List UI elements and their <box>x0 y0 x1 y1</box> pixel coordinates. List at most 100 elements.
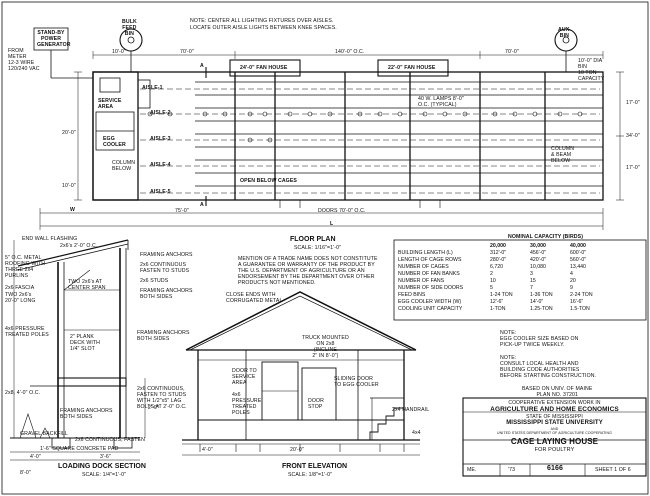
row-label: COOLING UNIT CAPACITY <box>398 306 463 312</box>
dock-dim1: 4'-0" <box>30 454 41 460</box>
elev-poles-l3: TREATED <box>232 404 257 410</box>
disclaimer-l4: ENDORSEMENT BY THE DEPARTMENT OVER OTHER <box>238 274 375 280</box>
title-me: ME. <box>467 467 477 473</box>
based-on-label: BASED ON UNIV. OF MAINE PLAN NO. 37201 <box>522 386 592 398</box>
note2-l2: CONSULT LOCAL HEALTH AND <box>500 361 579 367</box>
elev-truck-l1: TRUCK MOUNTED <box>302 335 349 341</box>
standby-label-l1: STAND-BY <box>37 30 65 36</box>
elev-poles: 4x6 PRESSURE TREATED POLES <box>232 392 261 416</box>
dock-studs: 2x6 STUDS <box>140 278 169 284</box>
elev-stop-l2: STOP <box>308 404 323 410</box>
egg-cooler-l1: EGG <box>103 136 115 142</box>
dock-roofing: 5" O.C. METAL ROOFING WITH THREE 2x4 PUR… <box>5 255 45 279</box>
dock-pad: 1'-6" SQUARE CONCRETE PAD <box>40 446 119 452</box>
dim-top-left: 70'-0" <box>180 49 194 55</box>
note-consult-codes: NOTE: CONSULT LOCAL HEALTH AND BUILDING … <box>500 355 596 379</box>
from-meter-l3: 12-3 WIRE <box>8 60 35 66</box>
dock-dim3: 8'-0" <box>20 470 31 476</box>
aisle-1-label: AISLE-1 <box>142 85 163 91</box>
service-area-l1: SERVICE <box>98 98 122 104</box>
sheet-number: SHEET 1 OF 6 <box>595 467 631 473</box>
l-label: L <box>330 221 334 227</box>
dim-left-2: 10'-0" <box>62 183 76 189</box>
lamps-l1: 40 W. LAMPS 8'-0" <box>418 96 464 102</box>
dim-top-right: 70'-0" <box>505 49 519 55</box>
dock-roofing-l4: PURLINS <box>5 273 29 279</box>
row-value: 1-36 TON <box>530 292 553 298</box>
dock-bolts-l3: WITH 1/2"x5" LAG <box>137 398 182 404</box>
dock-fascia: 2x6 FASCIA <box>5 285 35 291</box>
title-state: STATE OF MISSISSIPPI <box>526 414 583 420</box>
egg-cooler-label: EGG COOLER <box>103 136 126 148</box>
dock-framing-both: FRAMING ANCHORS BOTH SIDES <box>140 288 193 300</box>
row-value: 600'-0" <box>570 250 587 256</box>
dock-fb3-l1: FRAMING ANCHORS <box>60 408 113 414</box>
section-a-bottom: A <box>200 202 204 208</box>
elev-door-service: DOOR TO SERVICE AREA <box>232 368 257 386</box>
lamps-l2: O.C. (TYPICAL) <box>418 102 457 108</box>
capacity-table: 20,000 30,000 40,000 BUILDING LENGTH (L)… <box>396 243 608 313</box>
dock-framing-both-2: FRAMING ANCHORS BOTH SIDES <box>137 330 190 342</box>
dock-continuous-studs: 2x6 CONTINUOUS FASTEN TO STUDS <box>140 262 189 274</box>
fan-house-2-label: 22'-0" FAN HOUSE <box>388 65 436 71</box>
row-value: 6,720 <box>490 264 503 270</box>
row-value: 560'-0" <box>570 257 587 263</box>
bin-cap-l2: BIN <box>578 64 587 70</box>
note2-l3: BUILDING CODE AUTHORITIES <box>500 367 580 373</box>
table-row: BUILDING LENGTH (L) 312'-0" 456'-0" 600'… <box>396 250 608 257</box>
title-university: MISSISSIPPI STATE UNIVERSITY <box>506 420 603 426</box>
dock-cont-l1: 2x6 CONTINUOUS <box>140 262 187 268</box>
loading-dock-scale: SCALE: 1/4"=1'-0" <box>82 472 127 478</box>
elev-post: 4x4 <box>412 430 421 436</box>
row-value: 2 <box>490 271 493 277</box>
title-block: COOPERATIVE EXTENSION WORK IN AGRICULTUR… <box>463 400 646 453</box>
title-coop: COOPERATIVE EXTENSION WORK IN <box>508 400 601 406</box>
note2-l4: BEFORE STARTING CONSTRUCTION. <box>500 373 597 379</box>
column-beam-label: COLUMN & BEAM BELOW <box>551 146 574 164</box>
row-value: 12'-6" <box>490 299 504 305</box>
dock-bolts-l4: BOLTS AT 2'-0" O.C. <box>137 404 187 410</box>
column-beam-l1: COLUMN <box>551 146 575 152</box>
note-top-line2: LOCATE OUTER AISLE LIGHTS BETWEEN KNEE S… <box>190 25 337 31</box>
elev-handrail: 2x4 HANDRAIL <box>392 407 430 413</box>
front-elevation-title: FRONT ELEVATION <box>282 463 348 470</box>
dock-poles-l1: 4x6 PRESSURE <box>5 326 45 332</box>
aux-bin-l1: AUX. <box>558 27 571 33</box>
dock-fb3-l2: BOTH SIDES <box>60 414 93 420</box>
dock-center-span: TWO 2x6's AT CENTER SPAN <box>68 279 106 291</box>
bulk-feed-l2: FEED <box>122 25 137 31</box>
note1-l1: NOTE: <box>500 330 517 336</box>
title-agriculture: AGRICULTURE AND HOME ECONOMICS <box>490 406 619 413</box>
elev-truck-l3: (INCLINE <box>313 347 337 353</box>
row-value: 7 <box>530 285 533 291</box>
note1-l2: EGG COOLER SIZE BASED ON <box>500 336 579 342</box>
capacity-header-20k: 20,000 <box>490 243 506 249</box>
row-value: 1.25-TON <box>530 306 553 312</box>
table-row: NUMBER OF FAN BANKS 2 3 4 <box>396 271 608 278</box>
floor-plan-scale: SCALE: 1/16"=1'-0" <box>294 245 341 251</box>
standby-generator-label: STAND-BY POWER GENERATOR <box>37 30 70 48</box>
row-value: 420'-0" <box>530 257 547 263</box>
aisle-3-label: AISLE-3 <box>150 136 171 142</box>
bin-cap-l3: 10 TON <box>578 70 597 76</box>
dim-right-1: 17'-0" <box>626 100 640 106</box>
dock-joists: 2x8, 4'-0" O.C. <box>5 390 41 396</box>
elev-door-l2: SERVICE <box>232 374 256 380</box>
from-meter-l2: METER <box>8 54 27 60</box>
dock-fb2-l1: FRAMING ANCHORS <box>137 330 190 336</box>
table-row: NUMBER OF FANS 10 15 20 <box>396 278 608 285</box>
table-row: FEED BINS 1-24 TON 1-36 TON 2-24 TON <box>396 292 608 299</box>
elev-door-l3: AREA <box>232 380 247 386</box>
dock-dim4: 2'-0" <box>148 405 159 411</box>
disclaimer-l3: THE U.S. DEPARTMENT OF AGRICULTURE OR AN <box>238 268 365 274</box>
row-value: 1-TON <box>490 306 506 312</box>
capacity-table-title: NOMINAL CAPACITY (BIRDS) <box>508 234 584 240</box>
service-area-label: SERVICE AREA <box>98 98 121 110</box>
row-value: 10 <box>490 278 496 284</box>
dock-rafters: 2x6's 2'-0" O.C. <box>60 243 98 249</box>
row-label: NUMBER OF FANS <box>398 278 445 284</box>
capacity-header-row: 20,000 30,000 40,000 <box>396 243 608 250</box>
row-label: NUMBER OF FAN BANKS <box>398 271 460 277</box>
